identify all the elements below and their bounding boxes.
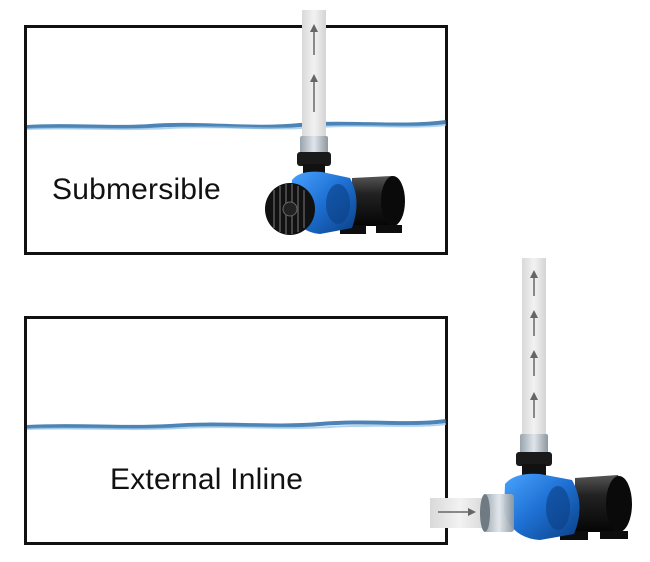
water-pump-icon (265, 136, 405, 235)
arrow-up-icon (530, 392, 538, 418)
submersible-label: Submersible (52, 173, 221, 206)
water-surface-bottom (26, 419, 447, 431)
outlet-pipe-bottom (522, 258, 546, 438)
arrow-up-icon (310, 24, 318, 55)
external-inline-label: External Inline (110, 463, 304, 496)
submersible-tank (24, 25, 448, 255)
arrow-up-icon (530, 310, 538, 336)
outlet-pipe-top (302, 10, 326, 138)
inlet-pipe (430, 498, 490, 528)
water-pump-icon (480, 434, 632, 540)
external-inline-tank (24, 316, 448, 545)
arrow-up-icon (530, 350, 538, 376)
arrow-up-icon (310, 74, 318, 112)
water-surface-top (26, 120, 447, 131)
arrow-right-icon (438, 508, 476, 516)
arrow-up-icon (530, 270, 538, 296)
